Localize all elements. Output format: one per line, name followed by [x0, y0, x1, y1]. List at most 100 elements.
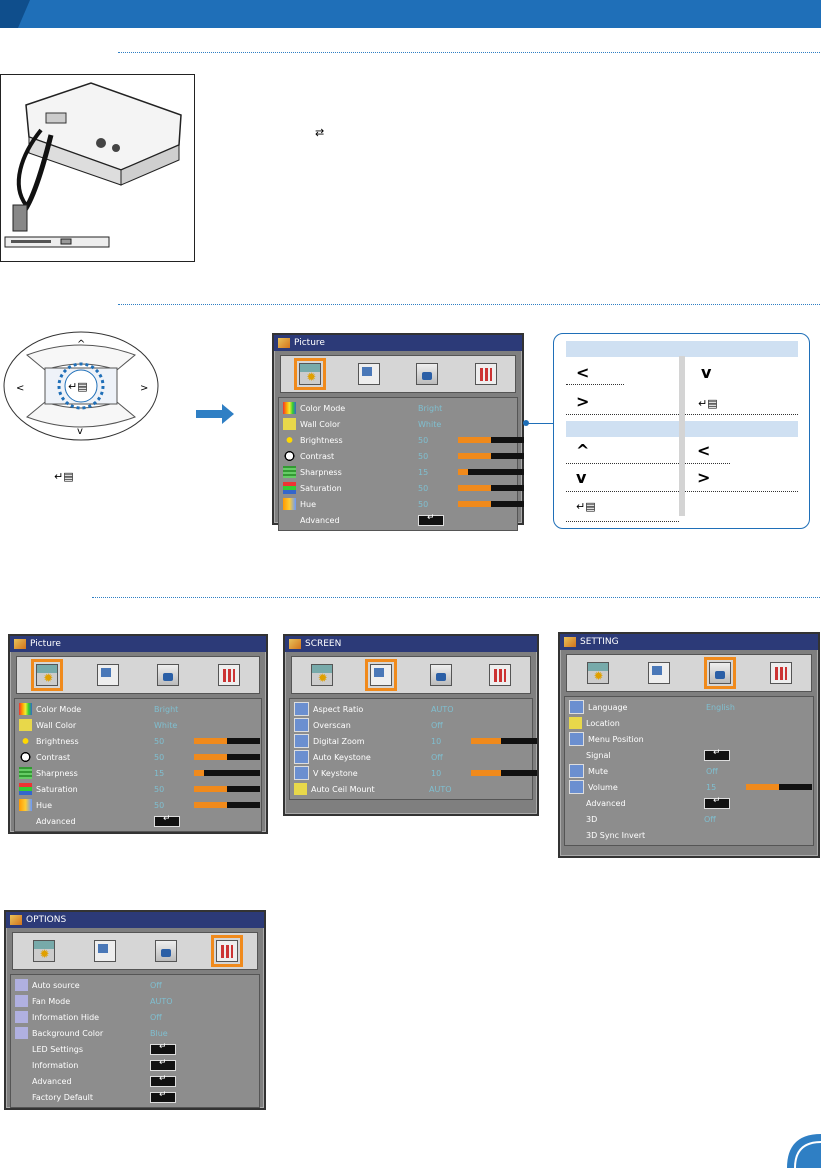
value-slider[interactable] [471, 738, 537, 744]
menu-item-label: Auto source [32, 980, 80, 990]
menu-item[interactable]: Advanced [11, 1073, 259, 1089]
menu-item-label: Sharpness [36, 768, 78, 778]
value-slider[interactable] [458, 485, 524, 491]
options-tab-icon[interactable] [768, 660, 794, 686]
svg-text:v: v [77, 426, 83, 437]
options-tab-icon[interactable] [487, 662, 513, 688]
value-slider[interactable] [194, 738, 260, 744]
menu-item-label: Auto Ceil Mount [311, 784, 375, 794]
menu-item[interactable]: 3D Sync Invert [565, 827, 813, 843]
menu-title-icon [10, 915, 22, 925]
value-slider[interactable] [746, 784, 812, 790]
screen-tab-icon[interactable] [92, 938, 118, 964]
value-slider[interactable] [194, 770, 260, 776]
menu-item-value: Off [706, 766, 718, 776]
menu-item[interactable]: Advanced [15, 813, 261, 829]
enter-icon[interactable] [150, 1090, 176, 1103]
value-slider[interactable] [458, 501, 524, 507]
value-slider[interactable] [458, 437, 524, 443]
slider-fill [458, 501, 491, 507]
menu-item-label: LED Settings [32, 1044, 84, 1054]
menu-item[interactable]: Menu Position [565, 731, 813, 747]
picture-tab-icon[interactable] [31, 938, 57, 964]
value-slider[interactable] [194, 802, 260, 808]
enter-icon[interactable] [704, 796, 730, 809]
menu-item[interactable]: Signal [565, 747, 813, 763]
menu-item-icon [15, 1043, 28, 1055]
menu-item[interactable]: Advanced [565, 795, 813, 811]
menu-item-icon [283, 466, 296, 478]
options-tab-icon[interactable] [216, 662, 242, 688]
enter-icon[interactable] [150, 1058, 176, 1071]
options-icon [769, 662, 792, 684]
setting-tab-icon[interactable] [153, 938, 179, 964]
setting-tab-icon[interactable] [155, 662, 181, 688]
picture-tab-icon[interactable] [294, 358, 327, 390]
menu-item[interactable]: LED Settings [11, 1041, 259, 1057]
menu-item-value: 50 [154, 784, 165, 794]
value-slider[interactable] [458, 469, 524, 475]
setting-tab-icon[interactable] [428, 662, 454, 688]
picture-tab-icon[interactable] [309, 662, 335, 688]
menu-item-label: Advanced [300, 515, 340, 525]
menu-item[interactable]: Information [11, 1057, 259, 1073]
screen-tab-icon[interactable] [356, 361, 382, 387]
screen-tab-icon[interactable] [646, 660, 672, 686]
picture-tab-icon[interactable] [31, 659, 64, 691]
projector-illustration [0, 74, 195, 262]
menu-item[interactable]: Location [565, 715, 813, 731]
options-tab-icon[interactable] [473, 361, 499, 387]
setting-tab-icon[interactable] [414, 361, 440, 387]
enter-icon[interactable] [150, 1074, 176, 1087]
enter-icon[interactable] [150, 1042, 176, 1055]
enter-icon[interactable] [154, 814, 180, 827]
menu-item-label: Overscan [313, 720, 351, 730]
menu-item[interactable]: Advanced [279, 512, 517, 528]
menu-item-value: 15 [418, 467, 429, 477]
menu-item-icon [19, 767, 32, 779]
menu-item[interactable]: Factory Default [11, 1089, 259, 1105]
setting-tab-icon[interactable] [703, 657, 736, 689]
enter-icon[interactable] [704, 748, 730, 761]
value-slider[interactable] [458, 453, 524, 459]
picture-tab-icon[interactable] [585, 660, 611, 686]
screen-tab-icon[interactable] [365, 659, 398, 691]
menu-title-icon [289, 639, 301, 649]
options-tab-icon[interactable] [210, 935, 243, 967]
value-slider[interactable] [471, 770, 537, 776]
menu-item-icon [294, 783, 307, 795]
enter-icon[interactable] [418, 513, 444, 526]
screen-tab-icon[interactable] [95, 662, 121, 688]
value-slider[interactable] [194, 754, 260, 760]
value-slider[interactable] [194, 786, 260, 792]
picture-icon [32, 940, 55, 962]
